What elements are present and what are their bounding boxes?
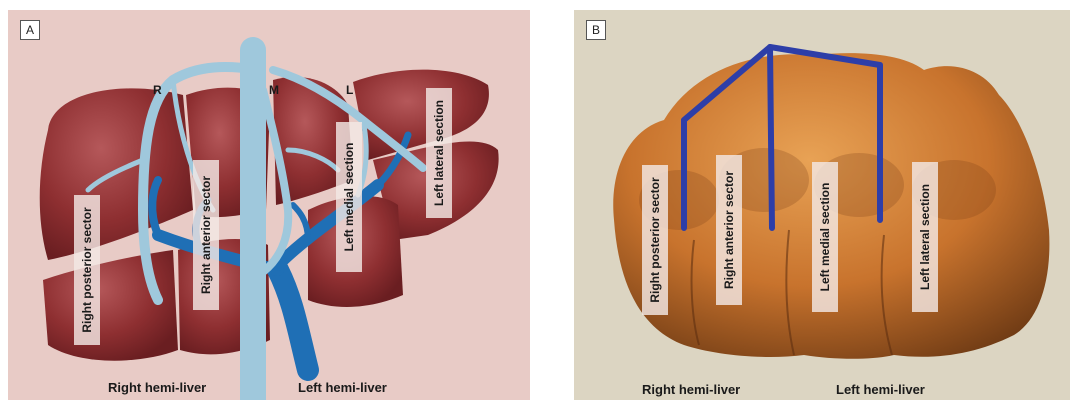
hemi-label-right: Right hemi-liver	[108, 380, 206, 395]
fist-analogy-panel: B Right posterior sector	[574, 10, 1070, 400]
sector-label-left-lateral: Left lateral section	[912, 162, 938, 312]
sector-label-right-anterior: Right anterior sector	[193, 160, 219, 310]
panel-letter-b: B	[586, 20, 606, 40]
hemi-label-right: Right hemi-liver	[642, 382, 740, 397]
liver-diagram-panel: A	[8, 10, 530, 400]
sector-label-right-anterior: Right anterior sector	[716, 155, 742, 305]
sector-label-left-medial: Left medial section	[336, 122, 362, 272]
sector-label-right-posterior: Right posterior sector	[642, 165, 668, 315]
sector-label-left-medial: Left medial section	[812, 162, 838, 312]
panel-letter-a: A	[20, 20, 40, 40]
sector-label-left-lateral: Left lateral section	[426, 88, 452, 218]
hemi-label-left: Left hemi-liver	[836, 382, 925, 397]
right-hepatic-vein-label: R	[153, 83, 162, 97]
hemi-label-left: Left hemi-liver	[298, 380, 387, 395]
right-posterior-lower-segment	[43, 250, 178, 361]
sector-label-right-posterior: Right posterior sector	[74, 195, 100, 345]
left-hepatic-vein-label: L	[346, 83, 353, 97]
middle-hepatic-vein-label: M	[269, 83, 279, 97]
